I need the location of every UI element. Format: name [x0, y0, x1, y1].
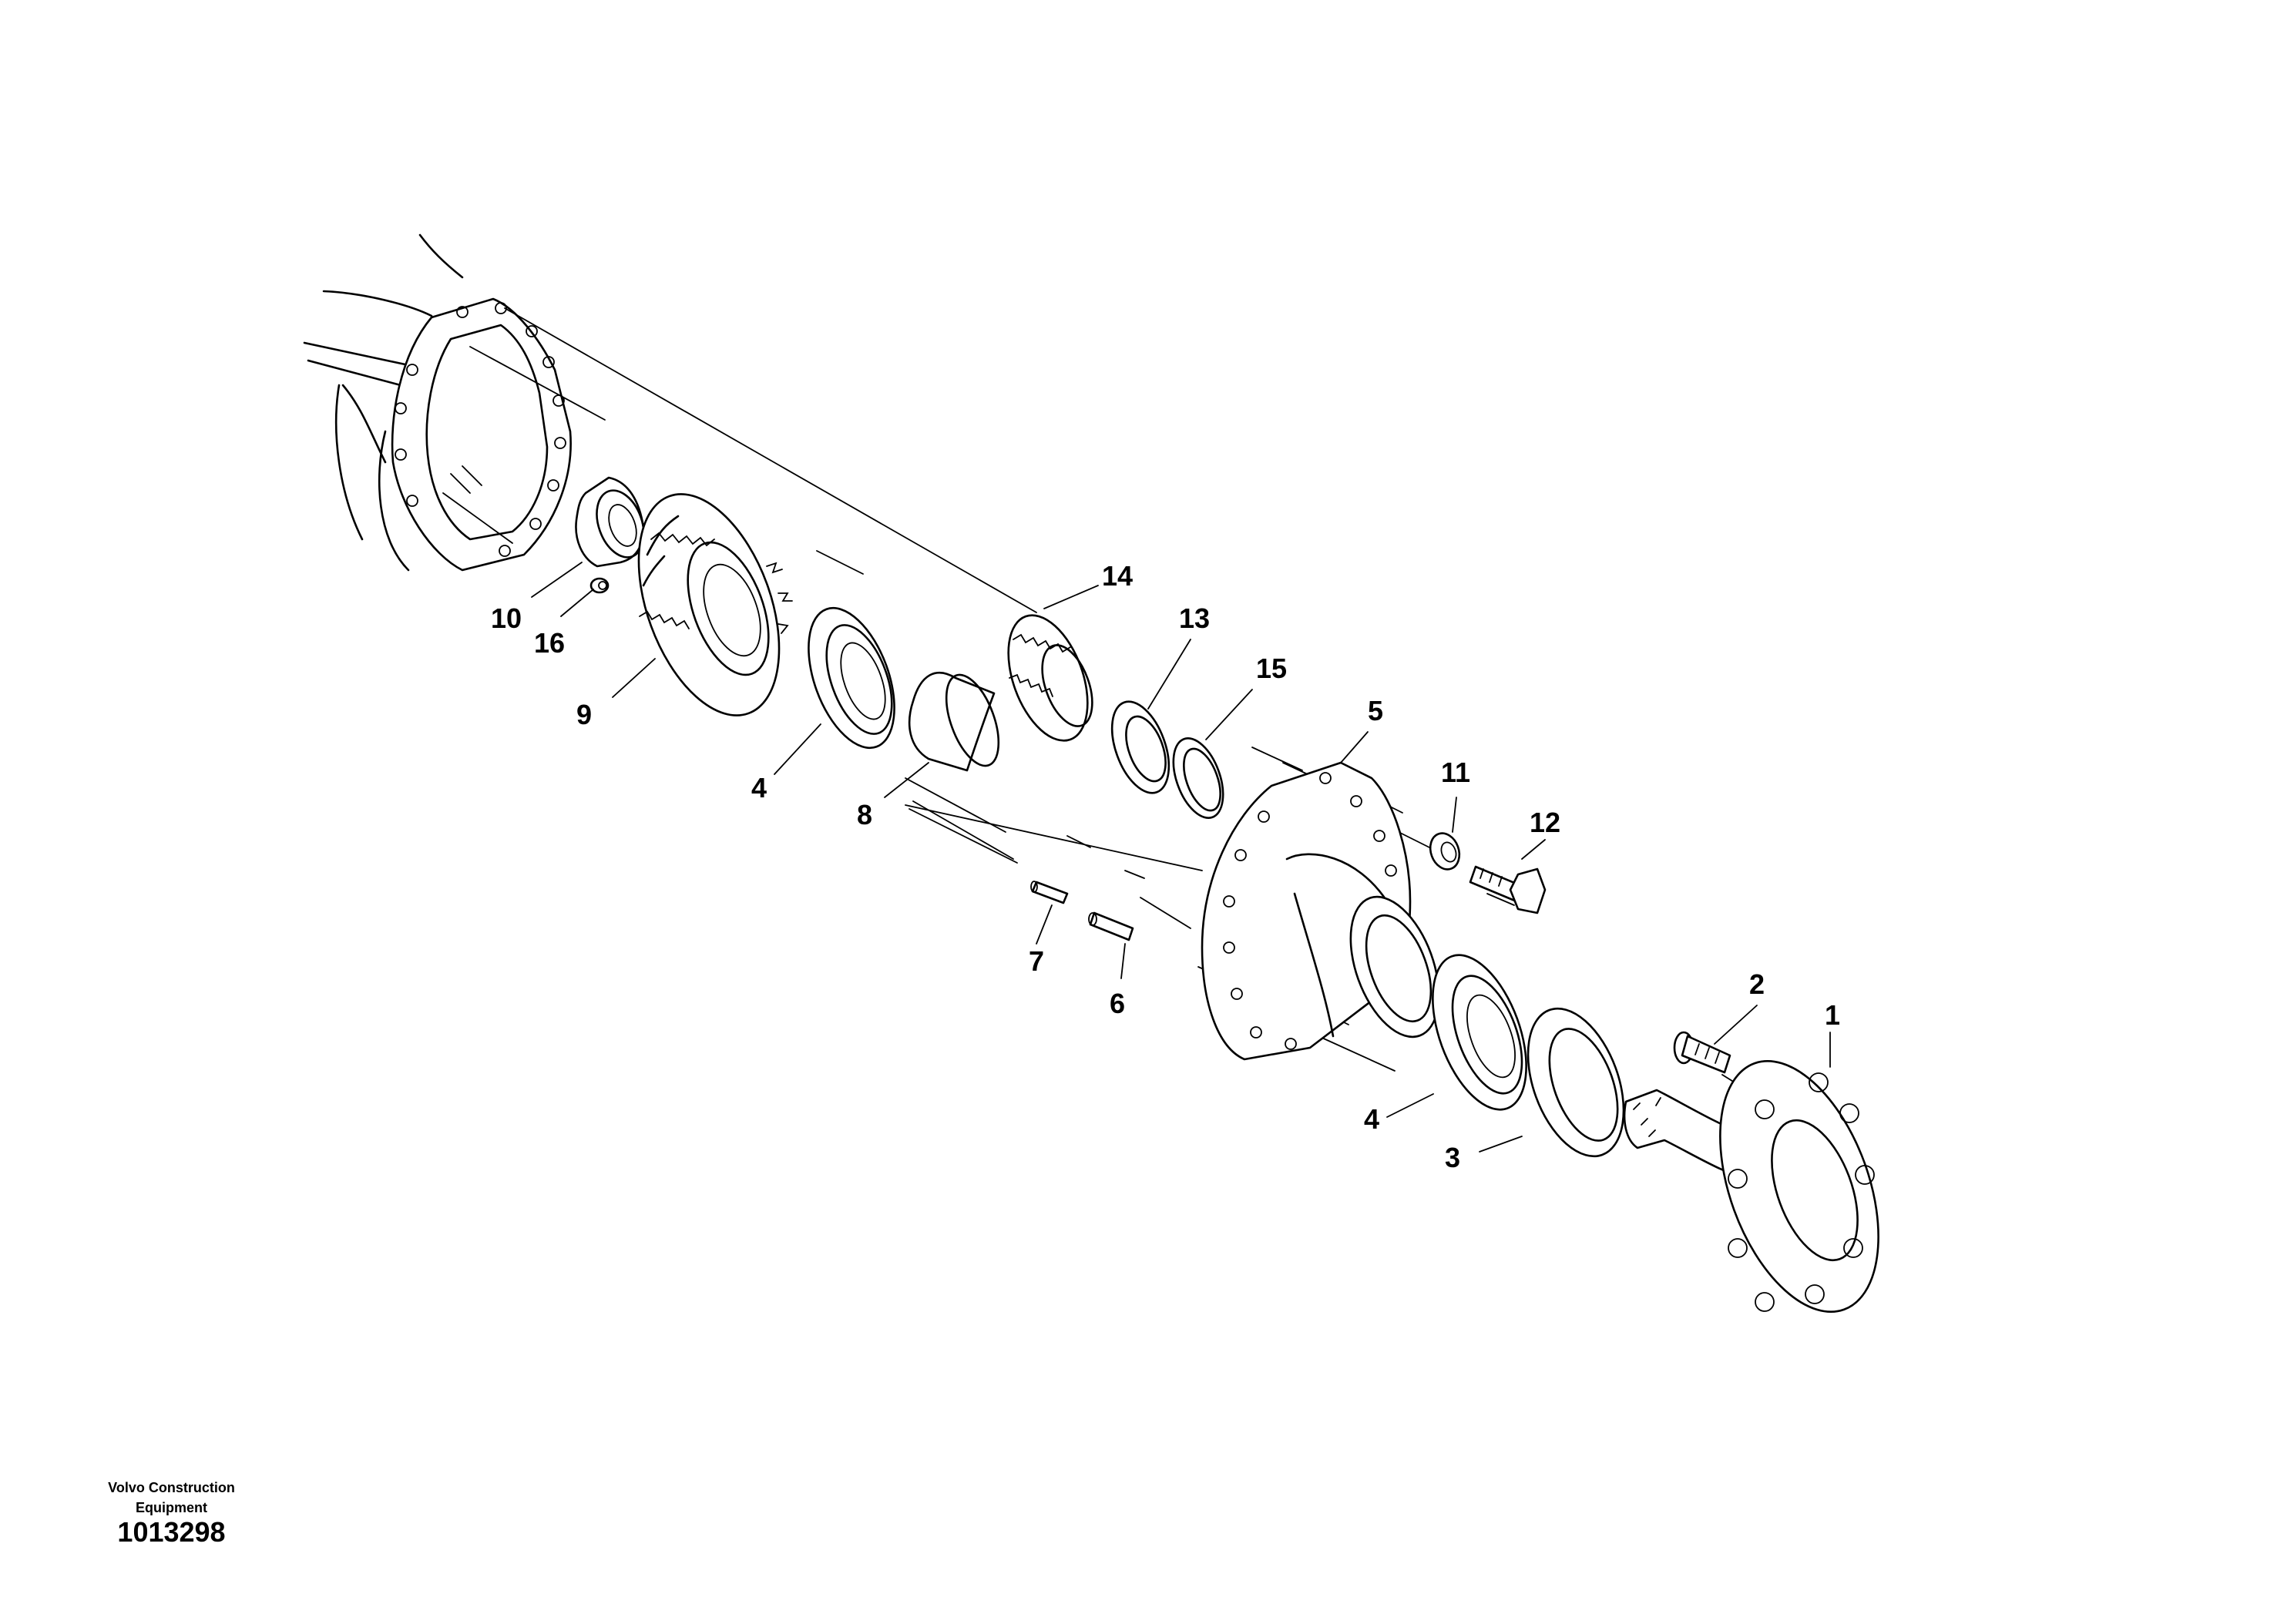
part-9-ring-gear	[637, 493, 793, 716]
callout-16: 16	[534, 627, 565, 659]
callout-4-lower: 4	[1364, 1103, 1379, 1135]
part-5-hub-housing	[1201, 761, 1440, 1061]
part-4-bearing-upper	[808, 606, 895, 750]
callout-11: 11	[1441, 757, 1470, 788]
callout-labels: 1 2 3 4 4 5 6 7 8 9 10 11 12 13 14 15 16	[491, 560, 1840, 1173]
part-14-sun-gear	[1007, 614, 1093, 742]
part-12-bolt	[1469, 865, 1547, 914]
part-1-wheel-hub	[1623, 1060, 1879, 1313]
callout-5: 5	[1368, 695, 1383, 726]
part-7-pin	[1030, 881, 1069, 904]
part-3-seal	[1527, 1007, 1625, 1158]
part-15-circlip	[1172, 737, 1224, 819]
callout-13: 13	[1179, 602, 1210, 634]
callout-3: 3	[1445, 1142, 1460, 1173]
callout-7: 7	[1029, 945, 1044, 977]
part-2-wheel-stud	[1673, 1031, 1731, 1074]
callout-9: 9	[576, 699, 592, 730]
part-16-plug	[589, 577, 610, 594]
callout-15: 15	[1256, 653, 1287, 684]
part-11-washer	[1429, 832, 1461, 871]
callout-10: 10	[491, 602, 522, 634]
part-4-bearing-lower	[1432, 954, 1527, 1111]
leader-lines	[531, 562, 1831, 1153]
drawing-number: 1013298	[117, 1516, 226, 1548]
company-name: Volvo Construction Equipment	[108, 1480, 235, 1515]
axle-housing	[303, 233, 572, 572]
callout-14: 14	[1102, 560, 1133, 592]
part-6-pin	[1088, 911, 1134, 941]
part-10-carrier	[575, 476, 645, 568]
callout-4-upper: 4	[751, 772, 767, 804]
callout-6: 6	[1110, 988, 1125, 1019]
callout-12: 12	[1530, 807, 1560, 838]
callout-1: 1	[1825, 999, 1840, 1031]
part-13-small-bearing	[1110, 700, 1171, 794]
callout-2: 2	[1749, 968, 1765, 1000]
callout-8: 8	[857, 799, 872, 830]
part-8-sleeve	[908, 671, 1000, 772]
